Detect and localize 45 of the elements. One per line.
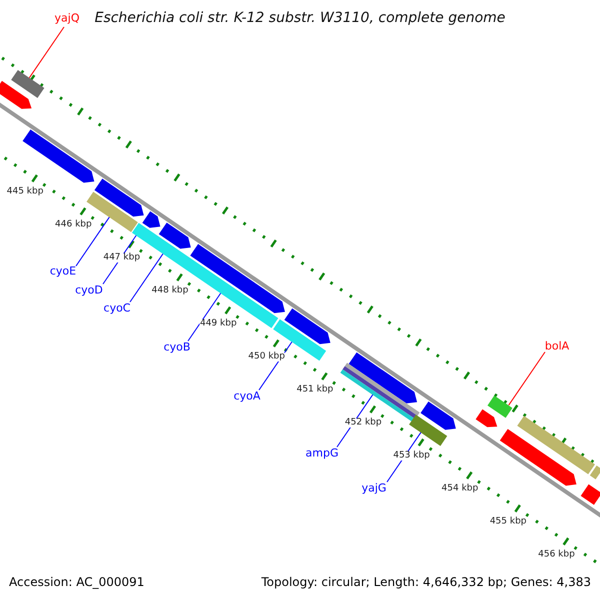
gene-feature — [0, 80, 32, 109]
gene-feature — [348, 352, 418, 404]
gene-feature — [158, 222, 191, 249]
title: Escherichia coli str. K-12 substr. W3110, complete genome — [94, 11, 506, 25]
gene-feature — [420, 401, 456, 430]
gene-label: cyoC — [104, 302, 130, 314]
gene-feature — [476, 409, 498, 428]
gene-label: cyoE — [50, 266, 76, 276]
gene-feature — [487, 396, 512, 418]
gene-label: yajG — [362, 482, 386, 494]
scale-label: 448 kbp — [152, 286, 188, 296]
scale-label: 445 kbp — [6, 188, 44, 197]
gene-label: yajQ — [54, 12, 80, 24]
scale-label: 447 kbp — [103, 254, 140, 263]
gene-label: cyoB — [164, 342, 190, 352]
gene-label: ampG — [306, 448, 338, 458]
gene-feature — [517, 416, 595, 474]
gene-feature — [500, 429, 576, 486]
scale-label: 452 kbp — [344, 418, 382, 428]
gene-feature — [11, 70, 44, 98]
leader-line — [130, 253, 164, 302]
scale-label: 450 kbp — [248, 352, 285, 362]
gene-label: bolA — [544, 340, 570, 352]
scale-label: 453 kbp — [393, 452, 430, 461]
scale-label: 451 kbp — [296, 386, 334, 395]
gene-feature — [94, 178, 144, 217]
scale-label: 454 kbp — [442, 484, 478, 494]
gene-feature — [22, 129, 94, 183]
leader-line — [28, 26, 64, 78]
scale-label: 449 kbp — [200, 320, 237, 329]
scale-label: 456 kbp — [538, 550, 575, 560]
genome-info-text: Topology: circular; Length: 4,646,332 bp; Genes: 4,383 — [261, 576, 591, 588]
leader-line — [508, 352, 546, 406]
scale-label: 446 kbp — [55, 220, 92, 230]
gene-feature — [580, 484, 600, 505]
gene-feature — [142, 211, 160, 228]
gene-label: cyoA — [234, 390, 260, 402]
gene-feature — [409, 414, 448, 446]
scale-label: 455 kbp — [490, 518, 527, 527]
gene-feature — [190, 244, 285, 314]
gene-feature — [284, 308, 330, 344]
gene-label: cyoD — [75, 284, 103, 296]
accession-text: Accession: AC_000091 — [9, 576, 144, 588]
gene-feature — [590, 466, 600, 480]
leader-line — [188, 292, 222, 342]
